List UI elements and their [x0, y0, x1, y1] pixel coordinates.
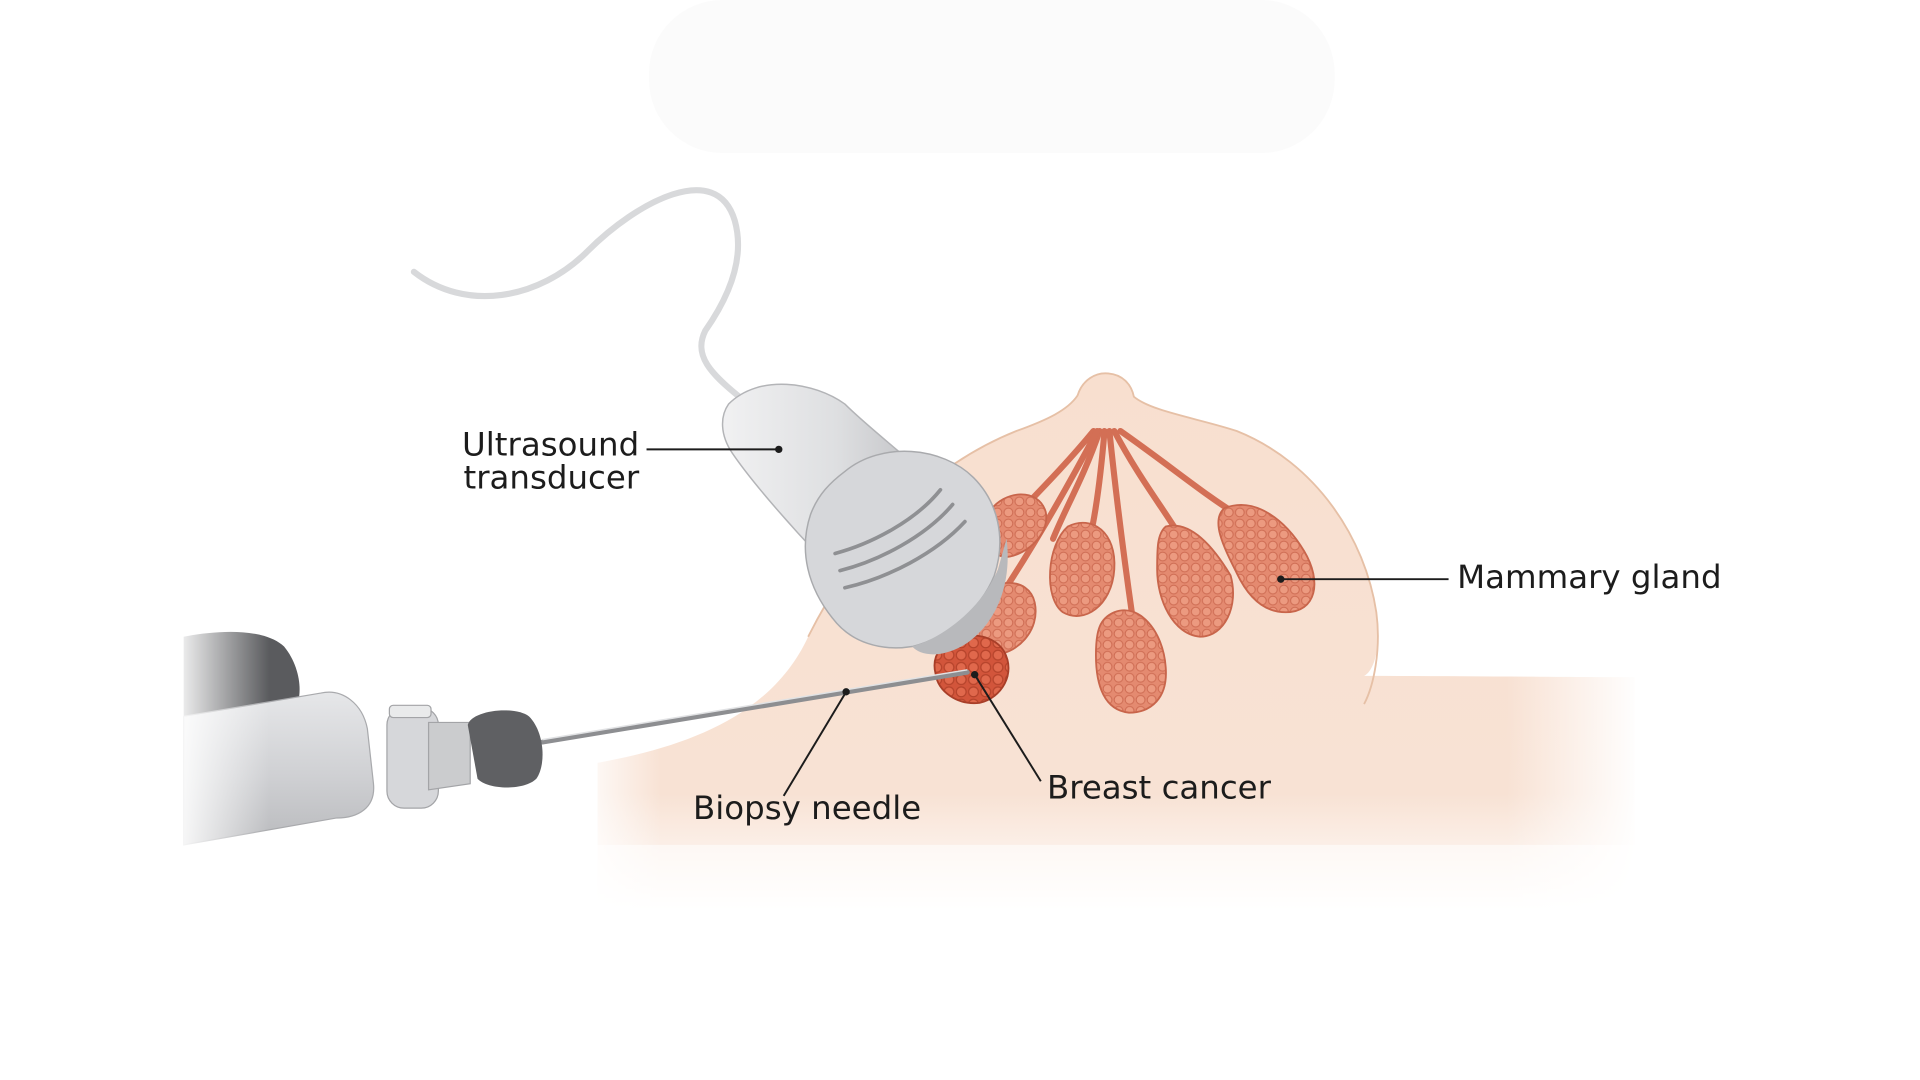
ultrasound-leader-dot	[775, 445, 783, 454]
mammary-gland-lobules-icon	[966, 493, 1316, 714]
needle-leader-line	[782, 691, 847, 797]
label-ultrasound-line2: transducer	[464, 459, 640, 497]
label-biopsy-needle: Biopsy needle	[693, 789, 921, 827]
background-shade	[648, 0, 1335, 154]
label-breast-cancer: Breast cancer	[1047, 768, 1272, 806]
cancer-leader-line	[973, 674, 1042, 782]
leader-lines	[646, 445, 1449, 797]
label-mammary-gland: Mammary gland	[1457, 558, 1721, 596]
breast-tumor-icon	[933, 634, 1010, 705]
biopsy-needle-device-icon	[171, 618, 970, 864]
cancer-leader-dot	[971, 671, 979, 679]
label-ultrasound-line1: Ultrasound	[462, 426, 639, 464]
mammary-leader-dot	[1277, 575, 1285, 583]
needle-leader-dot	[842, 688, 850, 696]
ultrasound-transducer-icon	[410, 187, 1008, 655]
